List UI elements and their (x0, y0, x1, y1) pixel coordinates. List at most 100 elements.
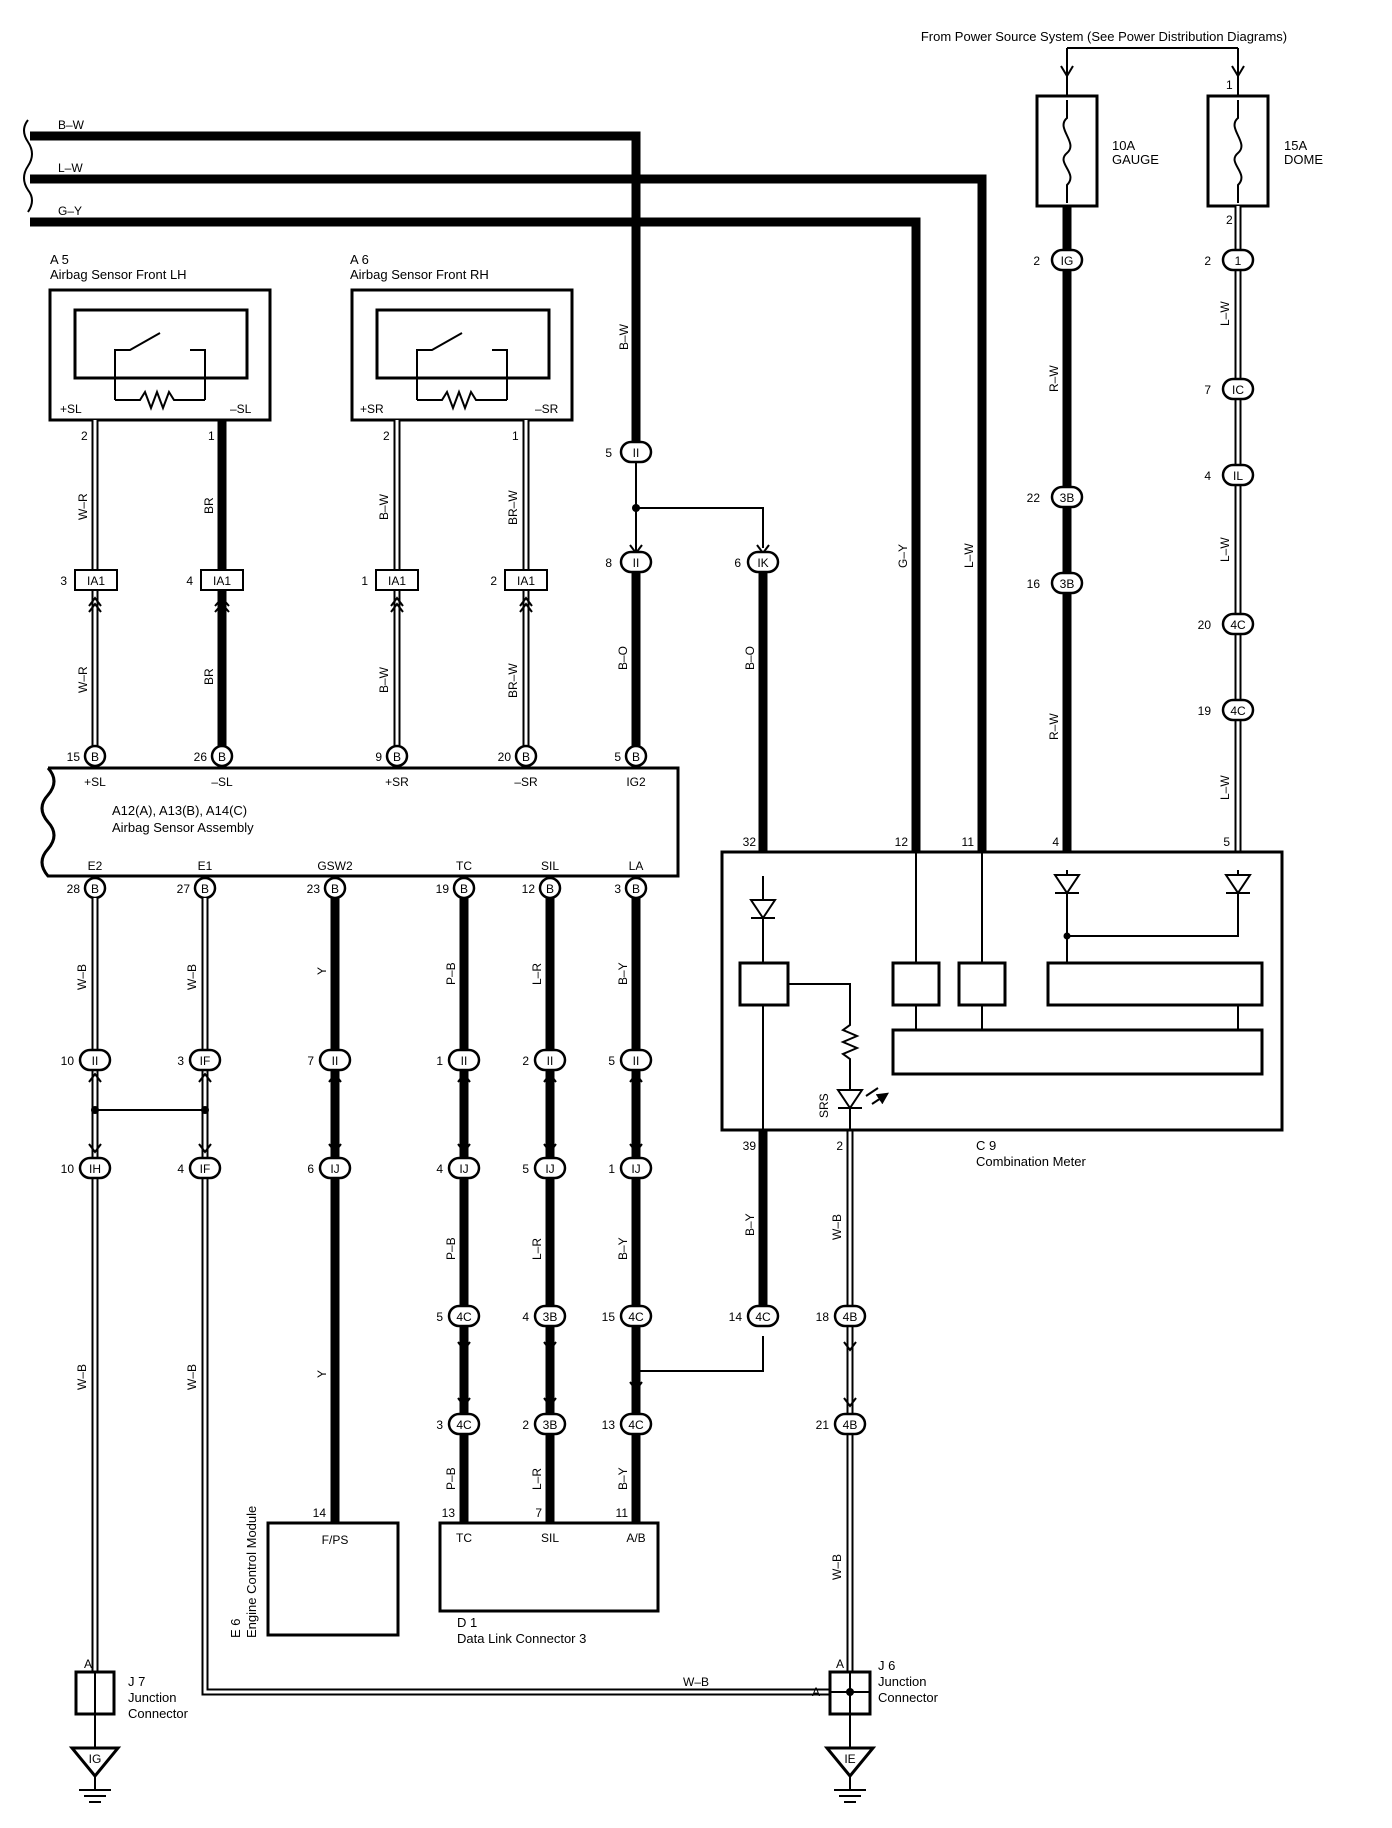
svg-text:22: 22 (1027, 491, 1041, 505)
wire-label-wb-bottom: W–B (683, 1675, 709, 1689)
conn-ii-ig2-bottom: II 8 (605, 550, 653, 574)
sensor-rh-inner (375, 308, 551, 380)
wire-label-rw-2: R–W (1047, 713, 1061, 740)
svg-text:5: 5 (608, 1054, 615, 1068)
svg-text:6: 6 (734, 556, 741, 570)
ground-ig-label: IG (89, 1752, 102, 1766)
j7-id: J 7 (128, 1674, 145, 1689)
wire-label-wr-1: W–R (76, 493, 90, 520)
wire-label-bw-bus: B–W (617, 323, 631, 350)
row-4c-b-connectors: 4C 3 3B 2 4C 13 4B 21 (436, 1412, 867, 1436)
conn-gauge-3b-b: 3B 16 (1027, 571, 1084, 595)
svg-text:LA: LA (629, 859, 644, 873)
meter-diode-32 (749, 876, 777, 963)
assembly-top-pin-1: B 15 +SL (67, 744, 107, 789)
svg-text:IF: IF (200, 1162, 211, 1176)
wire-bus-gy (30, 217, 921, 852)
ecm-id: E 6 (228, 1618, 243, 1638)
sensor-rh-id: A 6 (350, 252, 369, 267)
assembly-bottom-pin-5: SIL B 12 (522, 859, 562, 900)
ground-ig-symbol (79, 1776, 111, 1803)
svg-text:28: 28 (67, 882, 81, 896)
dlc-pin-sil: SIL (541, 1531, 559, 1545)
svg-text:IF: IF (200, 1054, 211, 1068)
fuse-dome-name: DOME (1284, 152, 1323, 167)
svg-text:IJ: IJ (459, 1162, 468, 1176)
assembly-id: A12(A), A13(B), A14(C) (112, 803, 247, 818)
conn-gauge-ig: IG 2 (1033, 248, 1084, 272)
svg-text:14: 14 (729, 1310, 743, 1324)
svg-text:II: II (633, 1054, 640, 1068)
svg-text:SIL: SIL (541, 859, 559, 873)
fuse-dome-pin-top: 1 (1226, 78, 1233, 92)
dlc-box (438, 1521, 660, 1613)
svg-text:3: 3 (614, 882, 621, 896)
ecm-pin-no: 14 (313, 1506, 327, 1520)
dlc-id: D 1 (457, 1615, 477, 1630)
conn-dome-4c-a: 4C 20 (1198, 612, 1255, 636)
svg-text:20: 20 (498, 750, 512, 764)
wire-label-bw-2: B–W (377, 666, 391, 693)
conn-dome-ic: IC 7 (1204, 377, 1255, 401)
svg-text:1: 1 (436, 1054, 443, 1068)
meter-name: Combination Meter (976, 1154, 1086, 1169)
wire-label-lr-3: L–R (530, 1468, 544, 1490)
svg-text:2: 2 (1033, 254, 1040, 268)
svg-text:27: 27 (177, 882, 191, 896)
power-feed-arrows (1060, 65, 1245, 77)
svg-text:B: B (218, 750, 226, 764)
wire-bus-lw (30, 174, 987, 852)
wire-label-wb-meter: W–B (830, 1214, 844, 1240)
svg-text:4: 4 (436, 1162, 443, 1176)
sensor-lh-pin-minus: –SL (230, 402, 252, 416)
svg-text:B: B (331, 882, 339, 896)
svg-text:IC: IC (1232, 383, 1244, 397)
sensor-lh-pin-plus: +SL (60, 402, 82, 416)
sensor-rh-pin-minus-no: 1 (512, 429, 519, 443)
svg-text:26: 26 (194, 750, 208, 764)
wire-label-pb-3: P–B (444, 1467, 458, 1490)
assembly-bottom-pin-1: E2 B 28 (67, 859, 107, 900)
meter-pin-39: 39 (743, 1139, 757, 1153)
svg-text:9: 9 (375, 750, 382, 764)
assembly-bottom-pin-6: LA B 3 (614, 859, 648, 900)
meter-pin-12: 12 (895, 835, 909, 849)
meter-srs-label: SRS (817, 1093, 831, 1118)
svg-text:IJ: IJ (631, 1162, 640, 1176)
sensor-lh-switch (114, 332, 206, 411)
bus-label-gy: G–Y (58, 204, 82, 218)
svg-text:B: B (522, 750, 530, 764)
fuse-gauge-element (1062, 100, 1072, 203)
svg-text:IJ: IJ (330, 1162, 339, 1176)
wire-label-by-4: B–Y (616, 1467, 630, 1490)
conn-dome-1: 1 2 (1204, 248, 1255, 272)
svg-text:18: 18 (816, 1310, 830, 1324)
conn-dome-il: IL 4 (1204, 463, 1255, 487)
conn-dome-4c-b: 4C 19 (1198, 698, 1255, 722)
svg-text:II: II (547, 1054, 554, 1068)
fuse-dome-amp: 15A (1284, 138, 1307, 153)
meter-display-module (891, 1028, 1264, 1076)
sensor-lh-name: Airbag Sensor Front LH (50, 267, 187, 282)
meter-id: C 9 (976, 1138, 996, 1153)
svg-text:5: 5 (522, 1162, 529, 1176)
svg-text:B: B (460, 882, 468, 896)
svg-text:4C: 4C (1230, 618, 1246, 632)
wire-label-wr-2: W–R (76, 666, 90, 693)
svg-text:4C: 4C (755, 1310, 771, 1324)
j6-junction-dot (846, 1688, 854, 1696)
srs-led-icon (836, 1089, 864, 1130)
conn-ia1-rh-plus: IA1 1 (361, 569, 419, 613)
svg-text:3: 3 (436, 1418, 443, 1432)
j7-name1: Junction (128, 1690, 176, 1705)
svg-text:IA1: IA1 (517, 574, 535, 588)
meter-pin-2: 2 (836, 1139, 843, 1153)
svg-text:B: B (91, 750, 99, 764)
wire-label-brw-1: BR–W (506, 490, 520, 525)
svg-text:B: B (632, 750, 640, 764)
wire-label-wb-j6: W–B (830, 1554, 844, 1580)
svg-text:4C: 4C (628, 1418, 644, 1432)
svg-text:IA1: IA1 (213, 574, 231, 588)
conn-ia1-lh-plus: IA1 3 (60, 569, 118, 613)
svg-text:6: 6 (307, 1162, 314, 1176)
